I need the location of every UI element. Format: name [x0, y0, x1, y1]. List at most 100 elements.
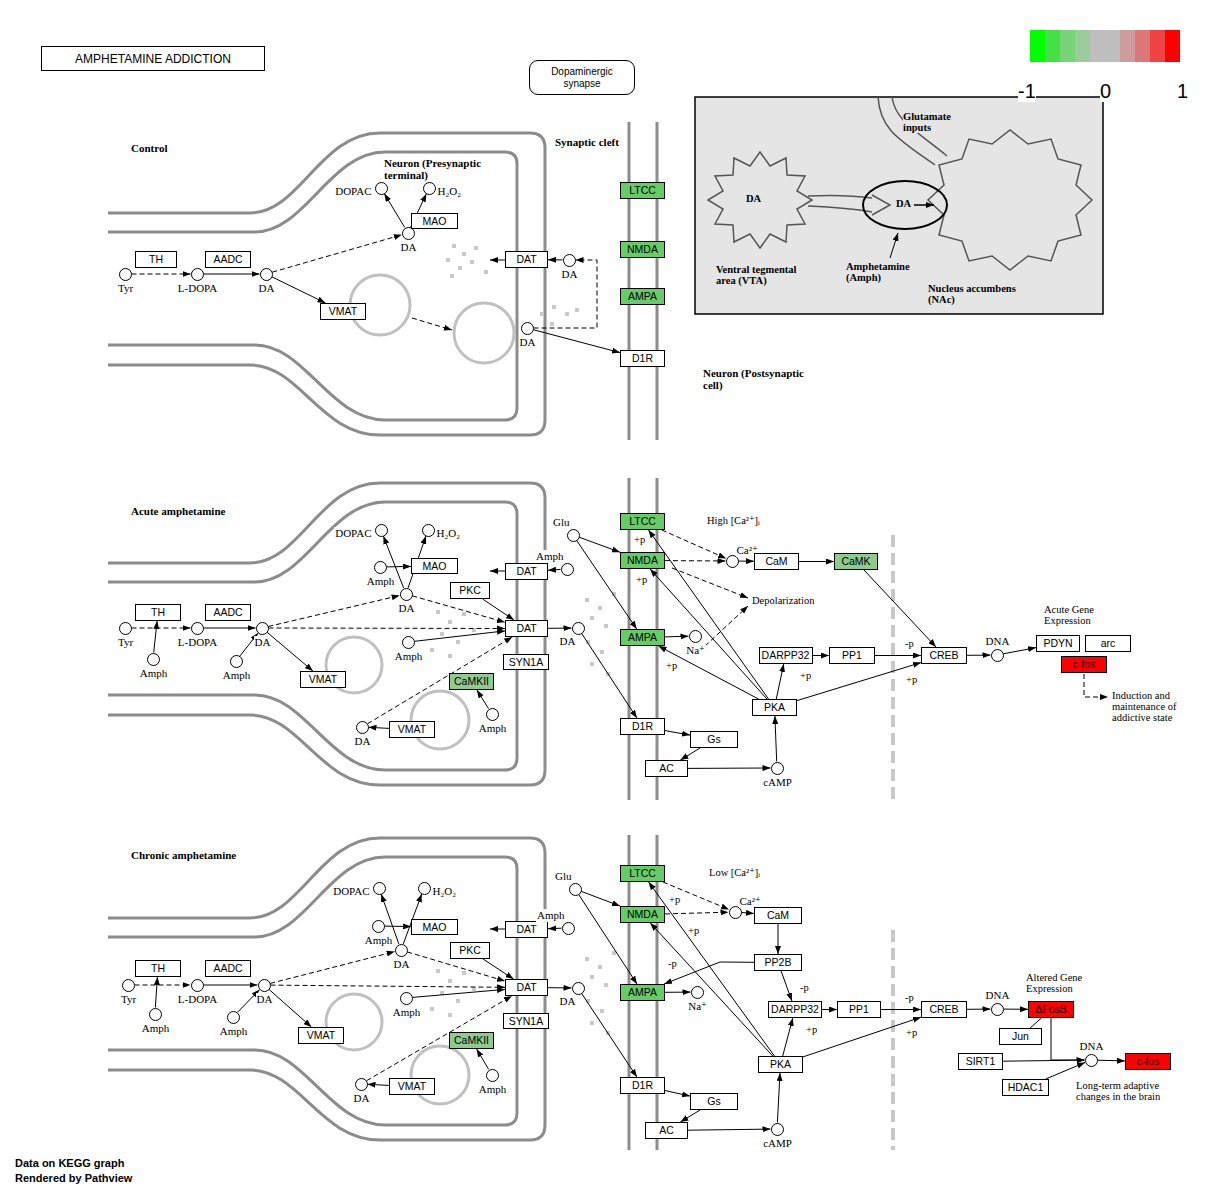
gene-label: DAT — [516, 566, 536, 577]
connector — [204, 274, 260, 275]
legend-bar — [1045, 30, 1165, 62]
gene-label: PKC — [459, 585, 481, 596]
gene-label: LTCC — [629, 185, 656, 196]
note-label: Ventral tegmental area (VTA) — [716, 264, 816, 286]
gene-box: PKA — [752, 699, 797, 716]
connector — [688, 1129, 771, 1130]
connector — [385, 926, 412, 928]
gene-label: DARPP32 — [762, 650, 810, 661]
note-label: Depolarization — [752, 595, 814, 606]
connector — [777, 1073, 780, 1123]
note-label: DA — [896, 198, 911, 209]
note-label: Altered Gene Expression — [1026, 972, 1106, 994]
gene-box: SYN1A — [503, 1013, 549, 1029]
gene-label: PP1 — [842, 650, 862, 661]
compound-label: cAMP — [762, 776, 793, 789]
gene-label: MAO — [423, 922, 447, 933]
gene-label: c-fos — [1073, 659, 1096, 670]
connector — [477, 1049, 489, 1069]
gene-box: PDYN — [1036, 635, 1080, 652]
connector — [775, 716, 777, 762]
gene-box: MAO — [411, 919, 458, 935]
legend-text: -1 — [1018, 80, 1036, 102]
compound-circle: Amph — [400, 992, 413, 1005]
title-text: AMPHETAMINE ADDICTION — [75, 52, 231, 66]
gene-label: NMDA — [627, 244, 658, 255]
connector — [272, 235, 402, 272]
gene-box: AC — [645, 1122, 688, 1139]
compound-label: Amph — [219, 1025, 249, 1038]
compound-circle: Na⁺ — [691, 986, 704, 999]
compound-label: H₂O₂ — [437, 185, 463, 198]
gene-box: DARPP32 — [768, 1001, 822, 1018]
vesicles — [326, 275, 514, 1104]
gene-box: PP2B — [754, 954, 802, 971]
connector — [803, 1017, 921, 1057]
gene-box: D1R — [620, 350, 665, 367]
compound-circle: DNA — [1085, 1054, 1098, 1067]
connector — [665, 731, 690, 736]
gene-box: CREB — [921, 647, 967, 664]
note-label: +p — [636, 574, 647, 585]
gene-box: NMDA — [620, 906, 665, 923]
compound-label: Tyr — [117, 282, 134, 295]
gene-box: MAO — [411, 213, 458, 229]
legend-text: 0 — [1100, 80, 1111, 102]
gene-box: VMAT — [389, 721, 435, 738]
note-label: Long-term adaptive changes in the brain — [1076, 1080, 1178, 1102]
gene-box: Jun — [999, 1028, 1042, 1045]
note-label: Rendered by Pathview — [15, 1172, 132, 1184]
gene-box: TH — [135, 960, 181, 977]
illustration-path — [490, 571, 505, 572]
note-label: Amphetamine (Amph) — [846, 261, 926, 283]
gene-label: VMAT — [307, 1030, 335, 1041]
gene-box: D1R — [620, 1077, 665, 1094]
gene-label: CaM — [767, 910, 789, 921]
gene-label: TH — [149, 254, 163, 265]
gene-box: AADC — [205, 251, 251, 268]
compound-circle: Amph — [147, 653, 160, 666]
illustration-rect — [1120, 30, 1135, 62]
connector — [875, 655, 921, 656]
gene-label: PDYN — [1043, 638, 1072, 649]
gene-label: CaMKII — [454, 1035, 489, 1046]
gene-label: NMDA — [627, 909, 658, 920]
compound-circle: L-DOPA — [191, 979, 204, 992]
compound-circle: Glu — [569, 883, 582, 896]
gene-label: DAT — [516, 982, 536, 993]
gene-box: AMPA — [620, 629, 665, 646]
gene-label: arc — [1101, 638, 1116, 649]
compound-circle: Na⁺ — [689, 630, 702, 643]
compound-label: Amph — [478, 1083, 508, 1096]
compound-circle: Amph — [149, 1008, 162, 1021]
illustration-rect — [575, 308, 579, 312]
compound-circle: L-DOPA — [191, 268, 204, 281]
illustration-rect — [1045, 30, 1060, 62]
note-label: +p — [800, 670, 811, 681]
compound-label: Amph — [536, 909, 566, 922]
connector — [776, 664, 783, 699]
compound-circle: DA — [521, 322, 534, 335]
illustration-line — [656, 122, 659, 440]
compound-label: H₂O₂ — [432, 885, 458, 898]
gene-label: MAO — [423, 216, 447, 227]
compound-circle: H₂O₂ — [418, 882, 431, 895]
connector — [548, 259, 563, 260]
gene-label: VMAT — [309, 674, 337, 685]
compound-label: L-DOPA — [177, 282, 218, 295]
gene-box: VMAT — [389, 1078, 435, 1095]
connector — [662, 530, 726, 558]
gene-box: LTCC — [620, 182, 665, 199]
gene-box: SYN1A — [503, 654, 549, 670]
compound-circle: L-DOPA — [191, 622, 204, 635]
gene-label: D1R — [632, 1080, 653, 1091]
gene-box: c-fos — [1061, 656, 1107, 673]
gene-label: CaMKII — [454, 676, 489, 687]
gene-box: CaM — [754, 553, 799, 570]
connector — [881, 1009, 921, 1010]
connector — [665, 636, 689, 638]
connector — [369, 727, 390, 728]
compound-label: L-DOPA — [177, 993, 218, 1006]
compound-circle: DA — [572, 982, 585, 995]
compound-circle: DA — [402, 227, 415, 240]
